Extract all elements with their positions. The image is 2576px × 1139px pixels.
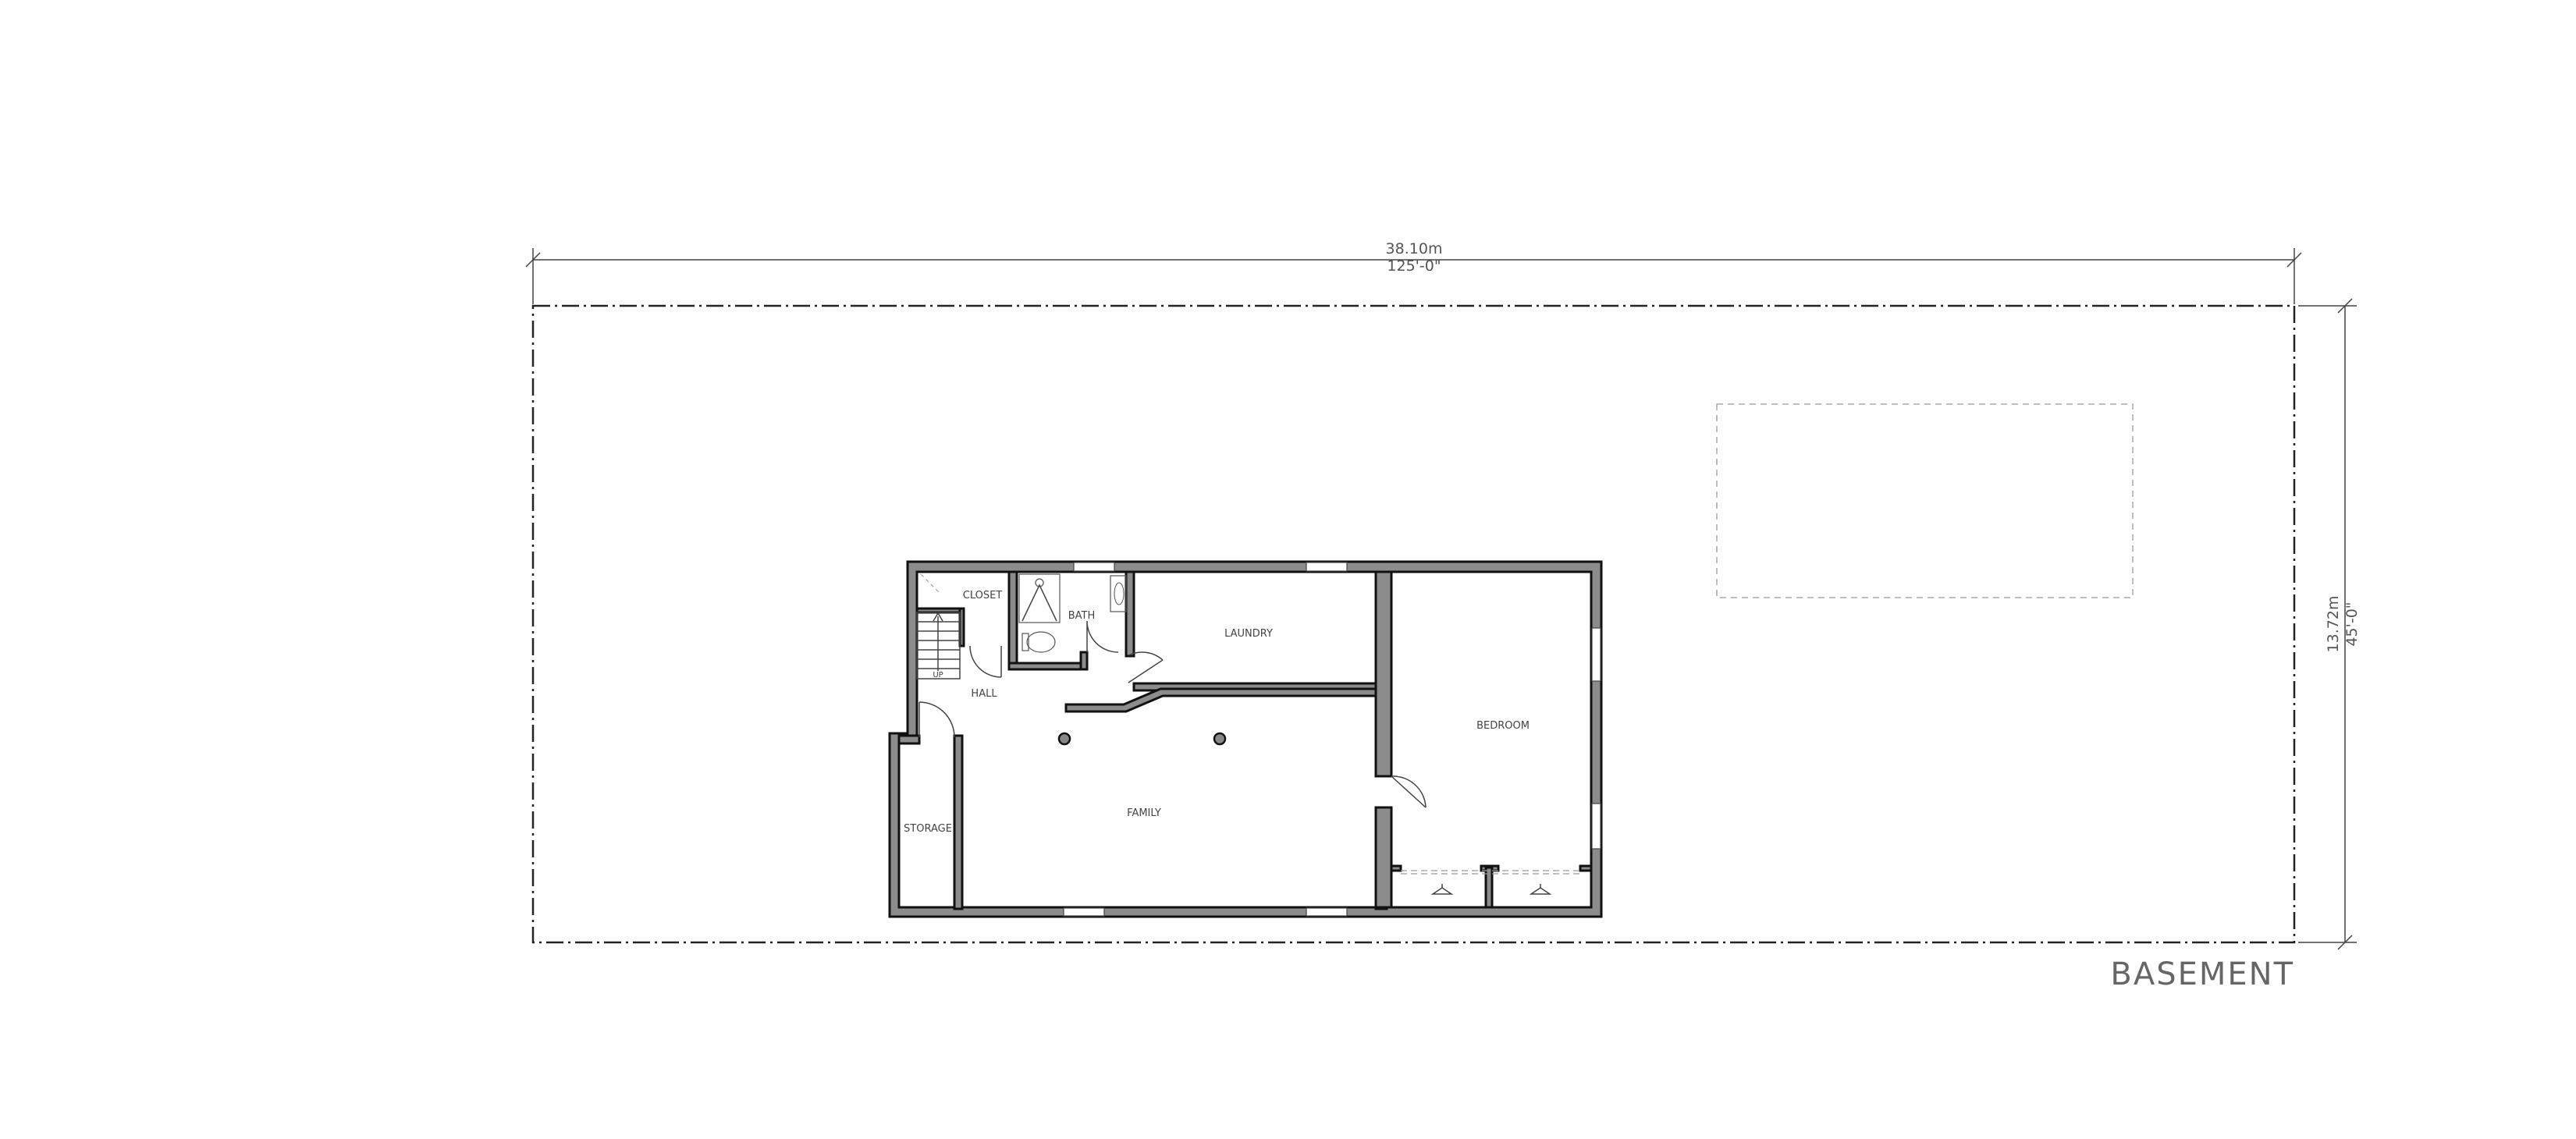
hanger-icon [1529, 884, 1552, 895]
depth-imperial-label: 45'-0" [2343, 601, 2361, 646]
bedroom-closets [1401, 870, 1580, 895]
width-metric-label: 38.10m [1386, 240, 1443, 257]
window [1063, 907, 1105, 917]
toilet-tank [1022, 633, 1029, 651]
room-label-family: FAMILY [1127, 807, 1161, 819]
windows [1063, 562, 1601, 917]
door-swing [1128, 651, 1164, 683]
depth-metric-label: 13.72m [2325, 596, 2342, 653]
room-label-storage: STORAGE [904, 823, 952, 835]
shower [1018, 573, 1061, 623]
sink-basin [1114, 582, 1125, 605]
room-label-bath: BATH [1068, 610, 1096, 622]
column [1213, 732, 1227, 746]
dashed-outline [1716, 403, 2134, 598]
door-swing [1391, 775, 1427, 808]
room-label-hall: HALL [971, 688, 997, 700]
doors [918, 620, 1427, 808]
room-label-laundry: LAUNDRY [1224, 628, 1273, 640]
toilet [1026, 631, 1056, 653]
width-imperial-label: 125'-0" [1387, 257, 1441, 275]
window [1306, 907, 1348, 917]
door-swing [969, 645, 1002, 678]
door-swing [1086, 620, 1119, 653]
property-line [531, 304, 2296, 944]
width-dimension: 38.10m 125'-0" [525, 240, 2302, 304]
stair: UP [916, 573, 961, 679]
door-swing [918, 701, 955, 738]
window [1591, 627, 1601, 682]
plan-title: BASEMENT [2110, 956, 2294, 992]
hanger-icon [1430, 884, 1454, 895]
room-label-bedroom: BEDROOM [1476, 720, 1530, 732]
window [1073, 562, 1115, 572]
bath-fixtures [1018, 573, 1127, 653]
column [1057, 732, 1071, 746]
window [1591, 803, 1601, 850]
room-labels: CLOSET BATH LAUNDRY BEDROOM HALL FAMILY … [904, 590, 1530, 835]
room-label-closet: CLOSET [963, 590, 1003, 601]
depth-dimension: 13.72m 45'-0" [2298, 298, 2361, 950]
shower-head [1035, 578, 1044, 587]
interior-walls [897, 570, 1593, 910]
stair-up-label: UP [933, 671, 943, 679]
window [1306, 562, 1348, 572]
sink [1110, 575, 1127, 612]
exterior-walls [888, 560, 1603, 918]
